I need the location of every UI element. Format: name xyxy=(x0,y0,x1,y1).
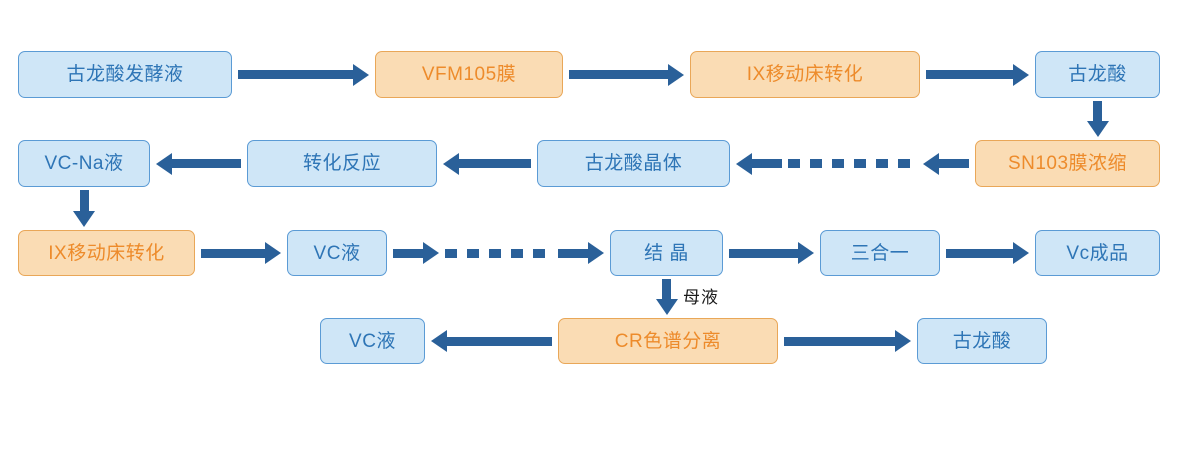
arrow-n11-to-n12-head xyxy=(798,242,814,264)
node-label: 古龙酸 xyxy=(1068,64,1127,85)
arrow-n5-to-n6-dash xyxy=(854,159,866,168)
node-label: VC液 xyxy=(349,330,396,352)
node-label: Vc成品 xyxy=(1066,242,1129,264)
node-vc-na-liquid[interactable]: VC-Na液 xyxy=(18,140,150,187)
node-label: 结 晶 xyxy=(644,242,689,264)
arrow-n6-to-n7-head xyxy=(443,152,459,175)
arrow-n10-to-n11-shaft-start xyxy=(393,248,423,258)
node-label: 古龙酸发酵液 xyxy=(66,64,184,85)
arrow-n11-to-n15-shaft xyxy=(662,279,671,299)
arrow-n15-to-n16-head xyxy=(895,330,911,352)
node-label: VFM105膜 xyxy=(421,64,517,85)
node-gulonic-acid-2[interactable]: 古龙酸 xyxy=(917,318,1047,364)
arrow-n11-to-n12-shaft xyxy=(729,248,798,258)
node-label: 转化反应 xyxy=(302,153,381,174)
node-vc-liquid-2[interactable]: VC液 xyxy=(320,318,425,364)
node-vc-finished-product[interactable]: Vc成品 xyxy=(1035,230,1160,276)
arrow-n10-to-n11-dash xyxy=(467,248,479,258)
arrow-n7-to-n8-shaft xyxy=(172,159,241,168)
arrow-n15-to-n14-head xyxy=(431,330,447,352)
arrow-n8-to-n9-shaft xyxy=(79,190,89,211)
arrow-n3-to-n4-shaft xyxy=(926,70,1013,79)
node-label: 三合一 xyxy=(850,242,910,264)
node-gulonic-acid-ferment-liquid[interactable]: 古龙酸发酵液 xyxy=(18,51,232,98)
node-label: VC-Na液 xyxy=(44,153,124,174)
arrow-n5-to-n6-head-start xyxy=(923,152,939,175)
node-gulonic-acid-crystal[interactable]: 古龙酸晶体 xyxy=(537,140,730,187)
arrow-n5-to-n6-dash xyxy=(876,159,888,168)
arrow-n8-to-n9-head xyxy=(73,211,95,227)
arrow-n12-to-n13-head xyxy=(1013,242,1029,264)
arrow-n11-to-n15-head xyxy=(655,299,678,315)
node-ix-moving-bed-conversion-1[interactable]: IX移动床转化 xyxy=(690,51,920,98)
arrow-n1-to-n2-shaft xyxy=(238,70,353,79)
node-ix-moving-bed-conversion-2[interactable]: IX移动床转化 xyxy=(18,230,195,276)
arrow-n15-to-n16-shaft xyxy=(784,336,895,346)
arrow-n5-to-n6-head-end xyxy=(736,152,752,175)
arrow-n9-to-n10-head xyxy=(265,242,281,264)
arrow-n10-to-n11-dash xyxy=(489,248,501,258)
node-label: CR色谱分离 xyxy=(614,330,722,352)
node-label: SN103膜浓缩 xyxy=(1007,153,1128,174)
arrow-n10-to-n11-dash xyxy=(445,248,457,258)
arrow-n1-to-n2-head xyxy=(353,63,369,86)
node-label: VC液 xyxy=(313,242,361,264)
arrow-n9-to-n10-shaft xyxy=(201,248,265,258)
arrow-n15-to-n14-shaft xyxy=(447,336,552,346)
arrow-n5-to-n6-dash xyxy=(898,159,910,168)
arrow-n2-to-n3-shaft xyxy=(569,70,668,79)
node-sn103-membrane-concentrate[interactable]: SN103膜浓缩 xyxy=(975,140,1160,187)
node-label: IX移动床转化 xyxy=(48,242,165,264)
arrow-n7-to-n8-head xyxy=(156,152,172,175)
arrow-n10-to-n11-dash xyxy=(533,248,545,258)
arrow-n10-to-n11-dash xyxy=(511,248,523,258)
arrow-n5-to-n6-dash xyxy=(832,159,844,168)
node-conversion-reaction[interactable]: 转化反应 xyxy=(247,140,437,187)
arrow-n5-to-n6-dash xyxy=(810,159,822,168)
arrow-n10-to-n11-head-start xyxy=(423,242,439,264)
node-label: 古龙酸晶体 xyxy=(584,153,683,174)
arrow-n4-to-n5-shaft xyxy=(1093,101,1102,121)
arrow-n12-to-n13-shaft xyxy=(946,248,1013,258)
node-label: 古龙酸 xyxy=(952,330,1012,352)
arrow-n2-to-n3-head xyxy=(668,63,684,86)
node-three-in-one[interactable]: 三合一 xyxy=(820,230,940,276)
arrow-n4-to-n5-head xyxy=(1086,121,1109,137)
node-gulonic-acid-1[interactable]: 古龙酸 xyxy=(1035,51,1160,98)
arrow-n10-to-n11-head-end xyxy=(588,242,604,264)
arrow-n5-to-n6-shaft-end xyxy=(752,159,782,168)
node-crystallization[interactable]: 结 晶 xyxy=(610,230,723,276)
arrow-n10-to-n11-shaft-end xyxy=(558,248,588,258)
node-cr-chromatographic-separation[interactable]: CR色谱分离 xyxy=(558,318,778,364)
arrow-n6-to-n7-shaft xyxy=(459,159,531,168)
edge-label-mother-liquor: 母液 xyxy=(683,288,719,307)
node-label: IX移动床转化 xyxy=(746,64,864,85)
arrow-n5-to-n6-dash xyxy=(788,159,800,168)
node-vfm105-membrane[interactable]: VFM105膜 xyxy=(375,51,563,98)
arrow-n5-to-n6-shaft-start xyxy=(939,159,969,168)
node-vc-liquid-1[interactable]: VC液 xyxy=(287,230,387,276)
arrow-n3-to-n4-head xyxy=(1013,63,1029,86)
